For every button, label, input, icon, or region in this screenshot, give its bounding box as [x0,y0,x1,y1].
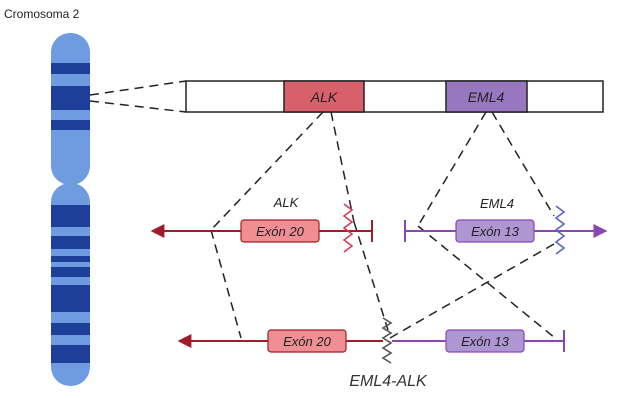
fusion-gene: Exón 20 Exón 13 EML4-ALK [177,317,565,390]
eml4-gene: Exón 13 EML4 [404,196,608,255]
alk-exon-20-label: Exón 20 [256,224,304,239]
gene-bar-outline [185,80,604,113]
chromosome-long-arm [51,183,90,386]
fusion-alk-exon-20-box [267,329,347,353]
eml4-gene-name: EML4 [480,196,514,211]
alk-breakpoint-wave [342,203,354,253]
chromosome-bands [51,63,90,363]
alk-gene-name: ALK [273,195,300,210]
alk-gene-region [283,80,365,113]
alk-exon-20-box [240,219,320,243]
fusion-breakpoint-wave [381,317,393,364]
chromosome-title: Cromosoma 2 [4,7,80,21]
zoom-lines [89,80,187,113]
eml4-breakpoint-wave [554,205,566,255]
eml4-exon-13-label: Exón 13 [471,224,519,239]
eml4-gene-region [445,80,528,113]
eml4-gene-label: EML4 [468,89,505,105]
fusion-alk-exon-20-label: Exón 20 [283,334,331,349]
fusion-gene-name: EML4-ALK [349,373,428,390]
eml4-exon-13-box [455,219,535,243]
alk-gene: Exón 20 ALK [150,195,373,253]
guide-lines [210,111,556,339]
fusion-eml4-exon-13-box [445,329,525,353]
alk-gene-label: ALK [310,89,338,105]
chromosome-2 [51,33,90,386]
fusion-eml4-exon-13-label: Exón 13 [461,334,509,349]
gene-bar: ALK EML4 [185,80,604,113]
